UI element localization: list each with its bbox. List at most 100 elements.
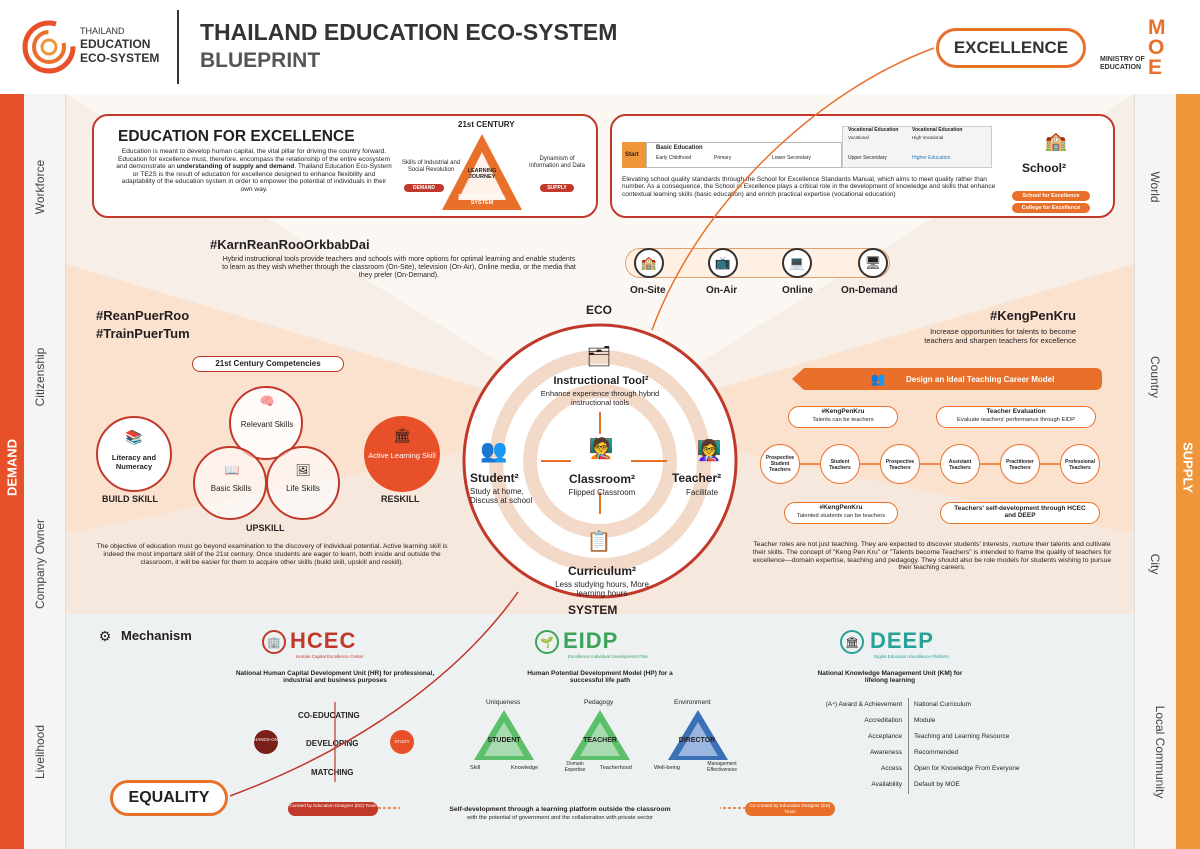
open-book-icon: 📖 xyxy=(224,463,240,477)
dynamism-label: Dynamism of Information and Data xyxy=(528,156,586,169)
school-body: Elevating school quality standards throu… xyxy=(622,176,996,198)
eco-label: ECO xyxy=(586,303,613,317)
eidp-subtitle: Excellence Individual Development Plan xyxy=(568,654,649,659)
efe-body: Education is meant to develop human capi… xyxy=(116,148,392,193)
school-title: School² xyxy=(1022,161,1066,175)
classroom-icon: 🧑‍🏫 xyxy=(588,437,614,460)
mode-online: Online xyxy=(782,285,814,296)
deep-left-5: Access xyxy=(881,765,902,772)
literacy-label: Literacy and Numeracy xyxy=(111,453,157,471)
start-label: Start xyxy=(625,152,639,158)
school-excellence-tag: School for Excellence xyxy=(1012,191,1090,201)
competencies-label: 21st Century Competencies xyxy=(192,356,344,372)
curated-tag: Curated by Education Designer (ED) Team xyxy=(288,802,378,816)
century-label: 21st CENTURY xyxy=(458,120,515,129)
hands-on-circle xyxy=(254,730,278,754)
deep-right-4: Recommended xyxy=(914,749,959,756)
life-label: Life Skills xyxy=(286,484,320,493)
college-excellence-tag: College for Excellence xyxy=(1012,203,1090,213)
instructional-tool-title: Instructional Tool² xyxy=(553,375,649,387)
hands-on-label: HANDS-ON xyxy=(254,737,279,742)
environment-label: Environment xyxy=(674,699,711,706)
early-childhood: Early Childhood xyxy=(656,155,692,161)
primary: Primary xyxy=(714,155,732,161)
instructional-tool-sub: Enhance experience through hybrid instru… xyxy=(540,389,660,407)
eidp-director: DIRECTOR xyxy=(678,737,716,744)
upper-block xyxy=(842,126,992,168)
eidp-skill: Skill xyxy=(470,765,481,771)
curriculum-title: Curriculum² xyxy=(567,564,636,578)
node-label-3: Prospective Teachers xyxy=(885,459,915,471)
node-student-teachers xyxy=(820,444,860,484)
deep-divider xyxy=(908,698,909,794)
kpk-box-1 xyxy=(788,406,898,428)
eidp-desc: Human Potential Development Model (HP) f… xyxy=(527,670,673,685)
eidp-student: STUDENT xyxy=(487,737,521,744)
deep-subtitle: Digital Education Excellence Platform xyxy=(874,654,949,659)
eidp-management: Management Effectiveness xyxy=(707,761,737,773)
self-dev-box xyxy=(940,502,1100,524)
vocational-label: Vocational xyxy=(848,135,869,140)
mode-on-air: On-Air xyxy=(706,285,738,296)
eidp-wordmark: EIDP xyxy=(563,628,619,653)
node-prospective-teachers xyxy=(880,444,920,484)
kpk-1-sub: Talents can be teachers xyxy=(812,417,874,423)
deep-left-3: Acceptance xyxy=(868,733,902,740)
eidp-wellbeing: Well-being xyxy=(654,765,680,771)
vocational-education-2: Vocational Education xyxy=(912,127,963,133)
deep-left-2: Accreditation xyxy=(864,717,902,724)
teacher-eval-title: Teacher Evaluation xyxy=(986,408,1046,415)
karn-hashtag: #KarnReanRooOrkbabDai xyxy=(210,237,370,252)
mechanism-gear-icon: ⚙ xyxy=(98,627,112,644)
lower-secondary: Lower Secondary xyxy=(772,155,811,161)
hcec-logo-icon: 🏢 xyxy=(262,630,286,654)
supply-tag: SUPPLY xyxy=(540,184,574,192)
node-practitioner-teachers xyxy=(1000,444,1040,484)
deep-right-2: Module xyxy=(914,717,936,724)
excellence-badge: EXCELLENCE xyxy=(936,28,1086,68)
on-air-icon: 📺 xyxy=(708,248,738,278)
keng-body-2: Teacher roles are not just teaching. The… xyxy=(752,541,1112,572)
study-circle xyxy=(390,730,414,754)
instructional-tool-icon: 🗂 xyxy=(586,345,612,368)
self-dev-label: Teachers' self-development through HCEC … xyxy=(954,505,1086,520)
deep-left-1: (A⁴) Award & Achievement xyxy=(825,701,902,708)
education-excellence-card: EDUCATION FOR EXCELLENCE Education is me… xyxy=(92,114,598,218)
learning-triangle-icon xyxy=(442,134,522,210)
kpk-1-title: #KengPenKru xyxy=(821,408,865,415)
kpk-2-title: #KengPenKru xyxy=(819,504,863,511)
hcec-subtitle: Human Capital Excellence Center xyxy=(296,654,364,659)
learning-journey: LEARNING JOURNEY xyxy=(467,168,497,181)
self-dev-platform: Self-development through a learning plat… xyxy=(400,806,720,814)
eidp-logo-icon: 🌱 xyxy=(535,630,559,654)
literacy-circle xyxy=(96,416,172,492)
basic-education-label: Basic Education xyxy=(656,145,703,151)
career-icon: 👥 xyxy=(870,372,886,386)
matching: MATCHING xyxy=(311,768,354,777)
efe-title: EDUCATION FOR EXCELLENCE xyxy=(118,128,355,145)
high-vocational: High Vocational xyxy=(912,135,944,140)
mode-on-site: On-Site xyxy=(630,285,666,296)
upper-secondary: Upper Secondary xyxy=(848,155,887,161)
school-card: Start Basic Education Early Childhood Pr… xyxy=(610,114,1115,218)
rean-body: The objective of education must go beyon… xyxy=(96,543,448,566)
demand-tag: DEMAND xyxy=(404,184,444,192)
study-label: STUDY xyxy=(394,739,410,744)
student-sub: Study at home, Discuss at school xyxy=(470,487,533,506)
mode-on-demand: On-Demand xyxy=(841,285,898,296)
supply-column xyxy=(1134,94,1176,849)
deep-logo-icon: 🏛 xyxy=(840,630,864,654)
student-icon: 👥 xyxy=(480,438,508,463)
kpk-2-sub: Talented students can be teachers xyxy=(796,513,886,519)
system-label: SYSTEM xyxy=(568,603,618,617)
ministry-label: MINISTRY OF EDUCATION xyxy=(1100,56,1145,72)
mechanism-title: Mechanism xyxy=(121,628,192,643)
header: THAILAND EDUCATION ECO-SYSTEM THAILAND E… xyxy=(0,0,1200,94)
header-divider xyxy=(177,10,179,84)
kpk-box-2 xyxy=(784,502,898,524)
equality-badge: EQUALITY xyxy=(110,780,228,816)
keng-hashtag: #KengPenKru xyxy=(990,308,1076,323)
eidp-domain: Domain Expertise xyxy=(564,761,586,773)
te2s-logo-icon xyxy=(22,20,76,74)
relevant-label: Relevant Skills xyxy=(240,420,294,429)
